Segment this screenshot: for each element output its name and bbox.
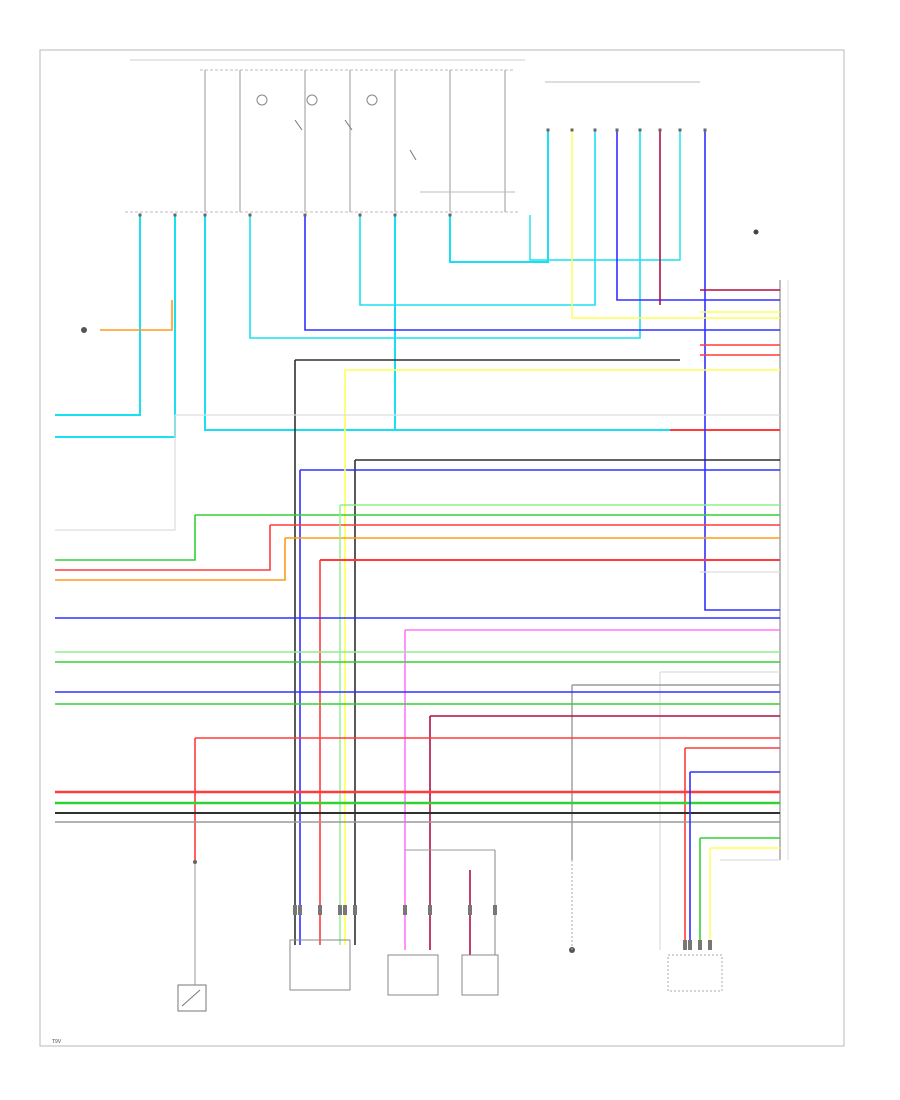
- wire-yellow: [571, 130, 780, 319]
- figure-code: T9V: [52, 1039, 62, 1045]
- lamp-symbol: [366, 94, 378, 106]
- wire-harness: [55, 130, 780, 955]
- lamp-symbol: [306, 94, 318, 106]
- splice-point: [683, 940, 687, 950]
- splice-point: [448, 213, 452, 217]
- splice-point: [688, 940, 692, 950]
- splice-point: [428, 905, 432, 915]
- splice-point: [615, 128, 619, 132]
- wire-blue: [616, 130, 780, 301]
- wire-cyan: [529, 130, 681, 261]
- splice-point: [173, 213, 177, 217]
- splice-point: [248, 213, 252, 217]
- splice-point: [343, 905, 347, 915]
- connector-block: [81, 229, 759, 996]
- wire-red: [55, 525, 271, 571]
- splice-point: [138, 213, 142, 217]
- fuse-relay-block: [125, 59, 700, 213]
- diagram-border: [39, 49, 845, 1047]
- right-connector-column: [779, 280, 789, 860]
- wire-cyan: [359, 130, 596, 306]
- wire-cyan: [449, 130, 549, 263]
- ground-symbol: [177, 860, 207, 1012]
- splice-point: [638, 128, 642, 132]
- wire-blue: [304, 215, 780, 331]
- wire-green: [55, 515, 196, 561]
- wire-cyan: [204, 215, 670, 431]
- splice-point: [658, 128, 662, 132]
- splice-point: [468, 905, 472, 915]
- wire-cyan: [249, 130, 641, 339]
- splice-point: [678, 128, 682, 132]
- splice-point: [493, 905, 497, 915]
- splice-point: [358, 213, 362, 217]
- lamp-symbol: [256, 94, 268, 106]
- splice-points: [138, 128, 712, 950]
- splice-point: [546, 128, 550, 132]
- splice-point: [303, 213, 307, 217]
- wire-orange: [55, 538, 286, 581]
- switch-symbol: [294, 119, 417, 161]
- splice-point: [353, 905, 357, 915]
- ground-symbol: [81, 327, 87, 333]
- splice-point: [293, 905, 297, 915]
- wire-orange: [100, 300, 173, 331]
- splice-point: [338, 905, 342, 915]
- splice-point: [753, 229, 759, 235]
- wire-cyan: [55, 215, 141, 416]
- splice-point: [708, 940, 712, 950]
- wire-white: [55, 415, 176, 531]
- splice-point: [318, 905, 322, 915]
- splice-point: [703, 128, 707, 132]
- splice-point: [403, 905, 407, 915]
- splice-point: [570, 128, 574, 132]
- splice-point: [298, 905, 302, 915]
- splice-point: [203, 213, 207, 217]
- wire-cyan: [55, 215, 176, 438]
- splice-point: [593, 128, 597, 132]
- splice-point: [393, 213, 397, 217]
- splice-point: [698, 940, 702, 950]
